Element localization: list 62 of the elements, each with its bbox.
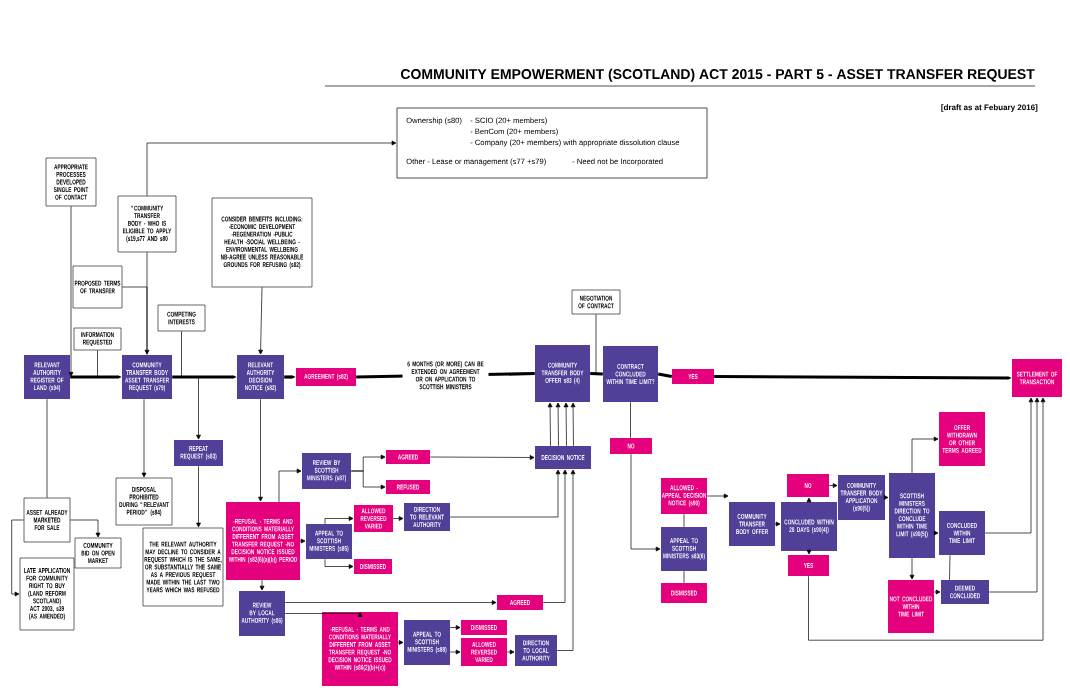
connector-arrow xyxy=(570,402,576,447)
connector-arrow xyxy=(547,402,553,447)
connector-arrow xyxy=(69,519,101,538)
connector-arrow xyxy=(144,251,150,355)
connector-arrow xyxy=(11,519,25,597)
connector-line xyxy=(683,513,685,528)
connector-line xyxy=(97,349,98,378)
connector-arrow xyxy=(933,589,941,595)
connector-arrow xyxy=(350,470,386,490)
connector-arrow xyxy=(933,530,939,536)
connector-arrow xyxy=(449,649,461,655)
connector-arrow xyxy=(196,465,201,528)
connector-arrow xyxy=(988,397,1040,593)
connector-arrow xyxy=(259,579,265,591)
connector-arrow xyxy=(556,469,576,651)
connector-arrow xyxy=(146,140,397,197)
timeline-arrow xyxy=(70,375,121,379)
connector-arrow xyxy=(706,493,729,499)
connector-arrow xyxy=(828,483,838,488)
timeline-line xyxy=(657,372,673,379)
connector-arrow xyxy=(258,286,263,355)
timeline-line xyxy=(590,371,603,376)
connector-arrow xyxy=(68,205,74,377)
connector-arrow xyxy=(806,497,812,503)
connector-line xyxy=(630,401,631,439)
connector-arrow xyxy=(909,557,915,580)
timeline-arrow xyxy=(714,374,1011,380)
connector-arrow xyxy=(284,600,497,605)
connector-arrow xyxy=(984,397,1034,534)
connector-arrow xyxy=(324,558,354,569)
connector-line xyxy=(595,313,597,375)
connector-arrow xyxy=(284,612,363,617)
connector-arrow xyxy=(449,625,461,630)
connector-arrow xyxy=(449,469,561,518)
timeline-arrow xyxy=(172,375,236,379)
connector-line xyxy=(683,570,685,584)
connector-arrow xyxy=(196,376,201,440)
connector-arrow xyxy=(555,402,561,447)
connector-arrow xyxy=(397,640,404,645)
connector-arrow xyxy=(429,455,535,460)
connector-arrow xyxy=(258,398,263,502)
connector-arrow xyxy=(563,402,569,447)
connector-line xyxy=(949,554,951,581)
connector-arrow xyxy=(808,397,1046,641)
connector-arrow xyxy=(774,521,781,527)
connector-arrow xyxy=(883,495,889,500)
connector-arrow xyxy=(506,649,515,655)
connector-arrow xyxy=(911,436,939,474)
connector-line xyxy=(46,398,48,499)
connector-arrow xyxy=(542,469,568,603)
title: COMMUNITY EMPOWERMENT (SCOTLAND) ACT 2015 - PART 5 - ASSET TRANSFER REQUEST xyxy=(400,68,1035,82)
connector-arrow xyxy=(806,549,812,555)
connector-arrow xyxy=(141,398,147,478)
connector-arrow xyxy=(278,468,302,503)
connector-arrow xyxy=(299,538,306,544)
connector-arrow xyxy=(324,516,354,525)
timeline-arrow xyxy=(284,375,295,379)
connector-line xyxy=(121,286,148,356)
connector-line xyxy=(181,330,182,378)
connector-arrow xyxy=(392,516,404,521)
draft-note: [draft as at Febuary 2016] xyxy=(941,104,1038,112)
connector-arrow xyxy=(630,453,661,552)
